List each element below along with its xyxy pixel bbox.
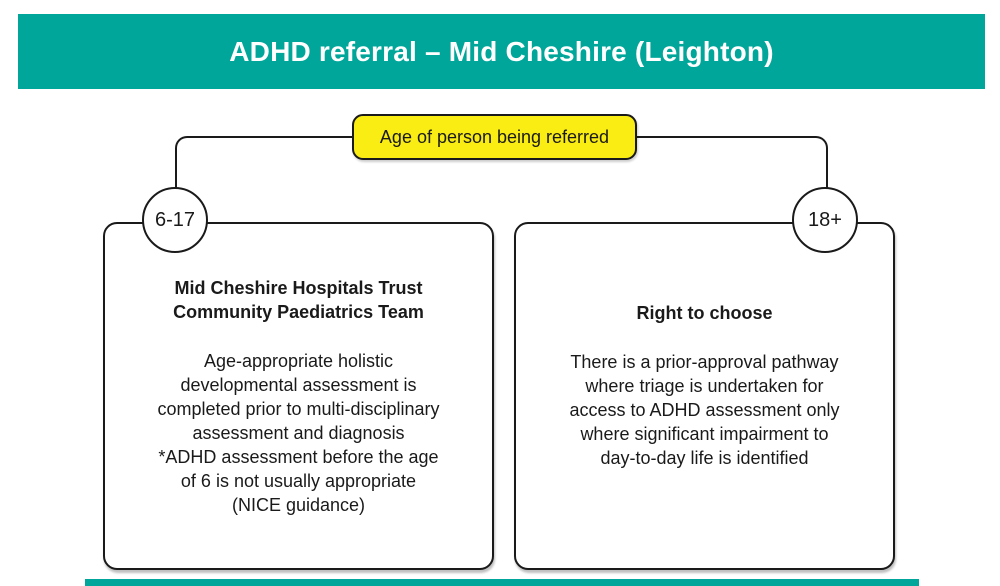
bottom-accent-bar	[85, 579, 919, 586]
card-heading: Mid Cheshire Hospitals Trust Community P…	[173, 278, 424, 322]
card-community-paediatrics: Mid Cheshire Hospitals Trust Community P…	[103, 222, 494, 570]
connector-line-left	[175, 136, 355, 190]
age-circle-6-17: 6-17	[142, 187, 208, 253]
connector-line-right	[636, 136, 828, 190]
card-heading: Right to choose	[636, 303, 773, 323]
title-bar: ADHD referral – Mid Cheshire (Leighton)	[18, 14, 985, 89]
age-circle-label: 6-17	[154, 208, 196, 231]
decision-label: Age of person being referred	[379, 126, 610, 147]
card-body: Age-appropriate holistic developmental a…	[157, 351, 440, 515]
age-circle-18-plus: 18+	[792, 187, 858, 253]
page-title: ADHD referral – Mid Cheshire (Leighton)	[229, 35, 774, 67]
age-circle-label: 18+	[808, 208, 842, 231]
decision-node-age: Age of person being referred	[352, 114, 637, 160]
card-body: There is a prior-approval pathway where …	[569, 352, 840, 468]
card-right-to-choose: Right to choose There is a prior-approva…	[514, 222, 895, 570]
